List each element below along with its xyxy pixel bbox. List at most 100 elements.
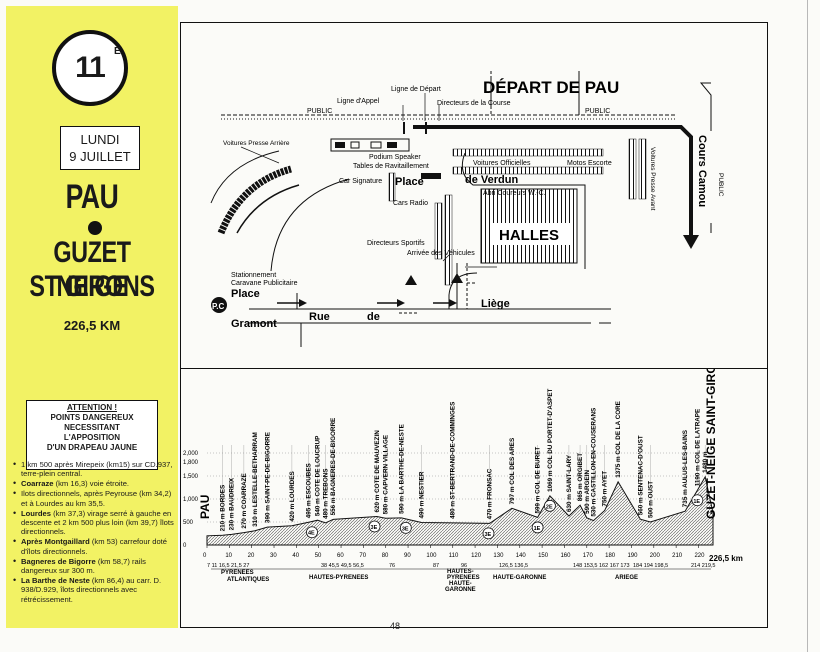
rear-press-cars-curve bbox=[217, 165, 292, 235]
stage-suffix: E bbox=[114, 46, 121, 57]
stage-number: 11 bbox=[75, 51, 106, 84]
attention-title: ATTENTION ! bbox=[66, 403, 118, 412]
cours-camou-line bbox=[699, 82, 712, 131]
sport-directors-column bbox=[444, 194, 453, 286]
region-label: ATLANTIQUES bbox=[227, 577, 269, 583]
km-tick-label: 220 bbox=[694, 553, 705, 559]
km-tick-label: 140 bbox=[516, 553, 527, 559]
km-tick-label: 110 bbox=[449, 553, 459, 559]
km-tick-label: 190 bbox=[627, 553, 638, 559]
table-block bbox=[387, 142, 397, 148]
finish-city-line2: ST GIRONS bbox=[29, 270, 155, 303]
place-label: 310 m LESTELLE-BETHARRAM bbox=[252, 432, 259, 526]
climb-category-label: 1E bbox=[534, 526, 541, 532]
separator-dot bbox=[88, 221, 102, 235]
region-label: PYRENEES bbox=[221, 570, 254, 576]
label-front-press-cars: Voitures Presse Avant bbox=[649, 147, 656, 211]
place-label: 270 m COARRAZE bbox=[241, 473, 248, 528]
place-label: 420 m LOURDES bbox=[289, 471, 296, 521]
place-label: 390 m SAINT-PE-DE-BIGORRE bbox=[264, 432, 271, 523]
place-label: 540 m COTE DE LOUCRUP bbox=[315, 436, 322, 516]
page-number: 48 bbox=[390, 621, 401, 631]
official-cars-row bbox=[452, 148, 604, 157]
region-label: HAUTES- bbox=[447, 569, 474, 575]
km-tick-label: 100 bbox=[426, 553, 437, 559]
altitude-tick-label: 1,000 bbox=[183, 497, 199, 503]
label-official-cars: Voitures Officielles bbox=[473, 160, 531, 167]
km-tick-label: 180 bbox=[605, 553, 616, 559]
place-label: 1190 m COL DE LATRAPE bbox=[694, 409, 701, 486]
place-label: 750 m AYET bbox=[602, 471, 609, 507]
climb-category-label: 3E bbox=[484, 532, 491, 538]
parking-circle bbox=[211, 297, 227, 313]
place-label: 490 m NESTIER bbox=[418, 471, 425, 518]
km-sublabel: 38 45,5 49,5 56,5 bbox=[321, 563, 364, 569]
attention-line4: D'UN DRAPEAU JAUNE bbox=[46, 443, 138, 452]
arrow-head bbox=[299, 299, 307, 307]
altitude-tick-label: 2,000 bbox=[183, 451, 199, 457]
place-label: 556 m BAGNERES-DE-BIGORRE bbox=[330, 418, 337, 516]
label-tables: Tables de Ravitaillement bbox=[353, 163, 429, 170]
km-tick-label: 120 bbox=[471, 553, 482, 559]
date-box: LUNDI 9 JUILLET bbox=[60, 126, 140, 170]
label-public-right: PUBLIC bbox=[585, 108, 610, 115]
region-label: ARIEGE bbox=[615, 575, 638, 581]
danger-note: Bagneres de Bigorre (km 58,7) rails dang… bbox=[12, 557, 174, 576]
danger-note: Coarraze (km 16,3) voie étroite. bbox=[12, 479, 174, 489]
arrow-up-head bbox=[451, 273, 463, 283]
label-liege: Liège bbox=[481, 298, 510, 310]
altitude-tick-label: 1,500 bbox=[183, 474, 199, 480]
arrow-head bbox=[397, 299, 405, 307]
street-curve bbox=[210, 150, 280, 204]
region-label: HAUTE-GARONNE bbox=[493, 575, 546, 581]
km-tick-label: 20 bbox=[248, 553, 255, 559]
label-ligne-depart: Ligne de Départ bbox=[391, 86, 441, 93]
km-sublabel: 214 219,5 bbox=[691, 563, 715, 569]
place-label: 1375 m COL DE LA CORE bbox=[615, 401, 622, 478]
stage-distance: 226,5 KM bbox=[63, 318, 121, 333]
km-tick-label: 80 bbox=[382, 553, 389, 559]
label-abri: Abri Coureurs W.-C. bbox=[483, 190, 546, 197]
halles-street-line bbox=[461, 152, 586, 269]
km-tick-label: 210 bbox=[672, 553, 683, 559]
climb-category-marker bbox=[368, 520, 381, 533]
signature-car bbox=[421, 173, 441, 179]
place-label: 230 m BAUDREIX bbox=[229, 477, 236, 530]
climb-category-label: 3E bbox=[402, 526, 409, 532]
label-de-verdun: de Verdun bbox=[465, 174, 518, 186]
arrow-head bbox=[449, 299, 457, 307]
label-rear-press-cars: Voitures Presse Arrière bbox=[223, 140, 290, 147]
climb-category-marker bbox=[544, 499, 556, 512]
car-column bbox=[388, 172, 396, 202]
km-tick-label: 10 bbox=[225, 553, 232, 559]
label-directeurs-course: Directeurs de la Course bbox=[437, 100, 511, 107]
attention-line2: NECESSITANT bbox=[64, 423, 120, 432]
press-cars-column bbox=[628, 138, 637, 200]
finish-city-line1: GUZET NEIGE bbox=[53, 236, 131, 303]
climb-category-marker bbox=[531, 521, 544, 534]
danger-note: Après Montgaillard (km 53) carrefour dot… bbox=[12, 537, 174, 556]
place-label: 599 m COL DE BURET bbox=[535, 447, 542, 514]
km-tick-label: 150 bbox=[538, 553, 549, 559]
place-label: 470 m FRONSAC bbox=[487, 468, 494, 519]
start-map: DÉPART DE PAU bbox=[210, 71, 724, 347]
km-tick-label: 200 bbox=[650, 553, 661, 559]
place-label: 590 m LA BARTHE-DE-NESTE bbox=[398, 424, 405, 514]
radio-cars-column bbox=[434, 202, 443, 260]
km-tick-label: 160 bbox=[560, 553, 571, 559]
km-sublabel: 87 bbox=[433, 563, 439, 569]
street-curve bbox=[236, 184, 300, 234]
place-label: 590 m ARGEIN bbox=[584, 470, 591, 514]
climb-category-label: 4E bbox=[308, 531, 315, 537]
race-route-line bbox=[413, 125, 693, 241]
place-label: 797 m COL DES ARES bbox=[509, 438, 516, 505]
km-sublabel: 184 194 198,5 bbox=[633, 563, 668, 569]
place-label: 480 m ST-BERTRAND-DE-COMMINGES bbox=[450, 402, 457, 519]
km-sublabel: 96 bbox=[461, 563, 467, 569]
label-ligne-appel: Ligne d'Appel bbox=[337, 98, 380, 105]
table-block bbox=[350, 141, 360, 149]
label-cars-radio: Cars Radio bbox=[393, 200, 428, 207]
